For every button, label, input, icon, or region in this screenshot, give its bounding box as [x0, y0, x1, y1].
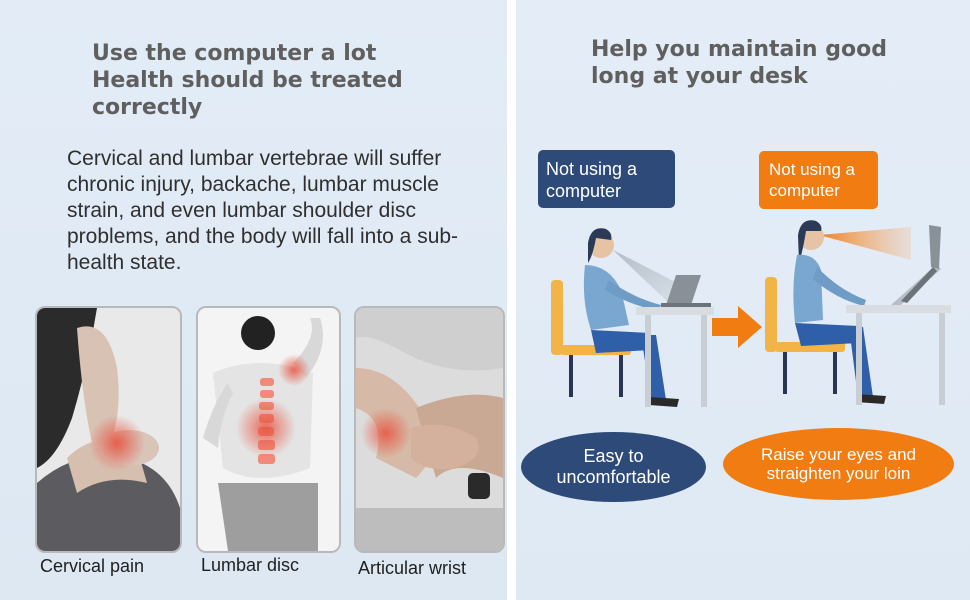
before-result-badge: Easy to uncomfortable: [521, 432, 706, 502]
after-tag: Not using a computer: [759, 151, 878, 209]
after-result-text: Raise your eyes and straighten your loin: [761, 445, 916, 483]
articular-wrist-photo: [354, 306, 505, 553]
posture-heading: Help you maintain good long at your desk: [591, 37, 887, 89]
before-tag: Not using a computer: [538, 150, 675, 208]
spine-pain-illustration: [198, 308, 339, 551]
health-description: Cervical and lumbar vertebrae will suffe…: [67, 147, 459, 274]
panel-divider: [507, 0, 516, 600]
after-result-badge: Raise your eyes and straighten your loin: [723, 428, 954, 500]
posture-panel: Help you maintain good long at your desk…: [516, 0, 970, 600]
health-panel: Use the computer a lot Health should be …: [0, 0, 507, 600]
posture-before-illustration: [541, 205, 716, 415]
before-result-text: Easy to uncomfortable: [556, 446, 671, 487]
health-heading: Use the computer a lot Health should be …: [92, 41, 403, 120]
neck-pain-illustration: [37, 308, 180, 551]
cervical-pain-caption: Cervical pain: [40, 556, 145, 576]
articular-wrist-caption: Articular wrist: [358, 558, 467, 578]
lumbar-disc-caption: Lumbar disc: [201, 555, 300, 575]
arrow-right-icon: [712, 306, 762, 348]
elbow-pain-illustration: [356, 308, 503, 551]
posture-after-illustration: [761, 205, 951, 415]
cervical-pain-photo: [35, 306, 182, 553]
lumbar-disc-photo: [196, 306, 341, 553]
